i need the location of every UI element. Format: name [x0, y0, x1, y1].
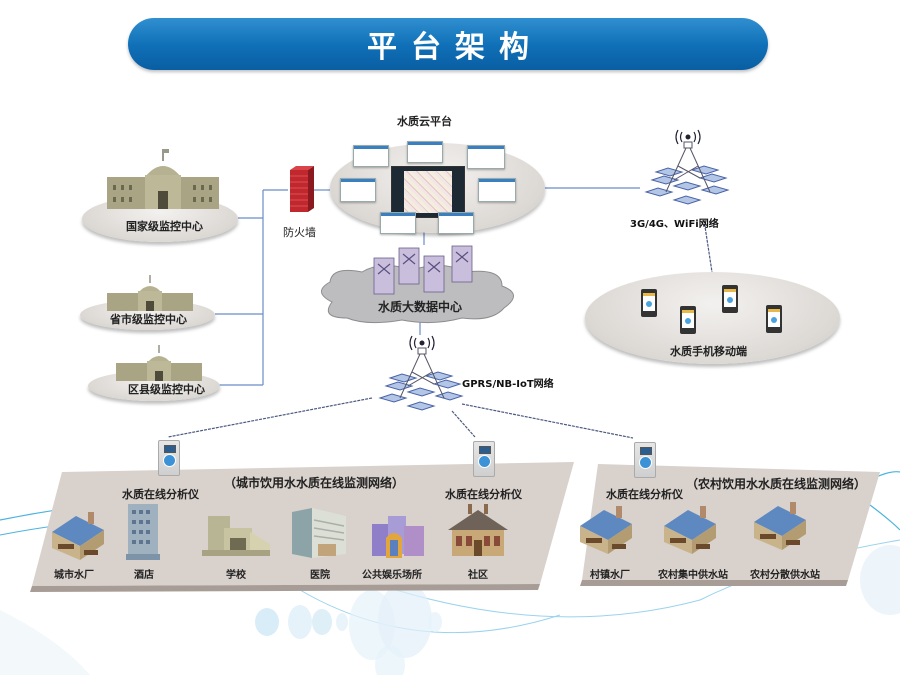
site-label: 公共娱乐场所 — [362, 570, 422, 581]
dashboard-screen — [478, 178, 516, 202]
urban-analyzer-label: 水质在线分析仪 — [122, 488, 199, 501]
village-water-plant-icon — [580, 506, 632, 554]
server-icons — [373, 245, 473, 295]
dashboard-screen — [340, 178, 376, 202]
water-quality-analyzer-icon — [473, 441, 495, 477]
map-screen — [391, 166, 465, 218]
phone-icon — [722, 285, 738, 313]
urban-network-title: （城市饮用水水质在线监测网络） — [224, 476, 405, 490]
school-icon — [202, 516, 270, 556]
mobile-network-label: 3G/4G、WiFi网络 — [630, 219, 719, 230]
gprs-tower-icon — [378, 335, 464, 411]
page-title: 平台架构 — [367, 30, 543, 65]
site-label: 医院 — [310, 570, 330, 581]
firewall-icon — [290, 166, 314, 212]
water-quality-analyzer-icon — [634, 442, 656, 478]
water-quality-analyzer-icon — [158, 440, 180, 476]
mobile-terminal-label: 水质手机移动端 — [670, 345, 747, 358]
community-house-icon — [448, 504, 508, 556]
phone-icon — [766, 305, 782, 333]
hospital-icon — [292, 508, 346, 558]
rural-network-title: （农村饮用水水质在线监测网络） — [686, 477, 867, 491]
government-building-icon — [116, 345, 202, 381]
provincial-center-label: 省市级监控中心 — [110, 313, 187, 326]
hotel-icon — [126, 504, 160, 560]
site-label: 社区 — [468, 570, 488, 581]
site-label: 农村集中供水站 — [658, 570, 728, 581]
site-label: 酒店 — [134, 570, 154, 581]
site-label: 农村分散供水站 — [750, 570, 820, 581]
dashboard-screen — [353, 145, 389, 167]
mobile-tower-icon — [644, 129, 730, 205]
cloud-platform-label: 水质云平台 — [397, 115, 452, 128]
government-building-icon — [107, 149, 219, 209]
dashboard-screen — [467, 145, 505, 169]
rural-central-station-icon — [664, 506, 716, 554]
iot-network-label: GPRS/NB-IoT网络 — [462, 379, 554, 390]
phone-icon — [641, 289, 657, 317]
site-label: 城市水厂 — [54, 570, 94, 581]
site-label: 村镇水厂 — [590, 570, 630, 581]
site-label: 学校 — [226, 570, 246, 581]
data-center-label: 水质大数据中心 — [378, 300, 463, 314]
county-center-label: 区县级监控中心 — [128, 383, 205, 396]
firewall-label: 防火墙 — [283, 226, 316, 239]
phone-icon — [680, 306, 696, 334]
header-banner: 平台架构 — [128, 18, 768, 70]
rural-analyzer-label: 水质在线分析仪 — [606, 488, 683, 501]
dashboard-screen — [380, 212, 416, 234]
dashboard-screen — [407, 141, 443, 163]
mobile-terminal-platform — [585, 272, 840, 364]
water-plant-icon — [52, 512, 104, 560]
entertainment-venue-icon — [372, 516, 424, 558]
government-building-icon — [107, 275, 193, 311]
dashboard-screen — [438, 212, 474, 234]
national-center-label: 国家级监控中心 — [126, 220, 203, 233]
rural-dispersed-station-icon — [754, 502, 806, 550]
urban-analyzer-label: 水质在线分析仪 — [445, 488, 522, 501]
